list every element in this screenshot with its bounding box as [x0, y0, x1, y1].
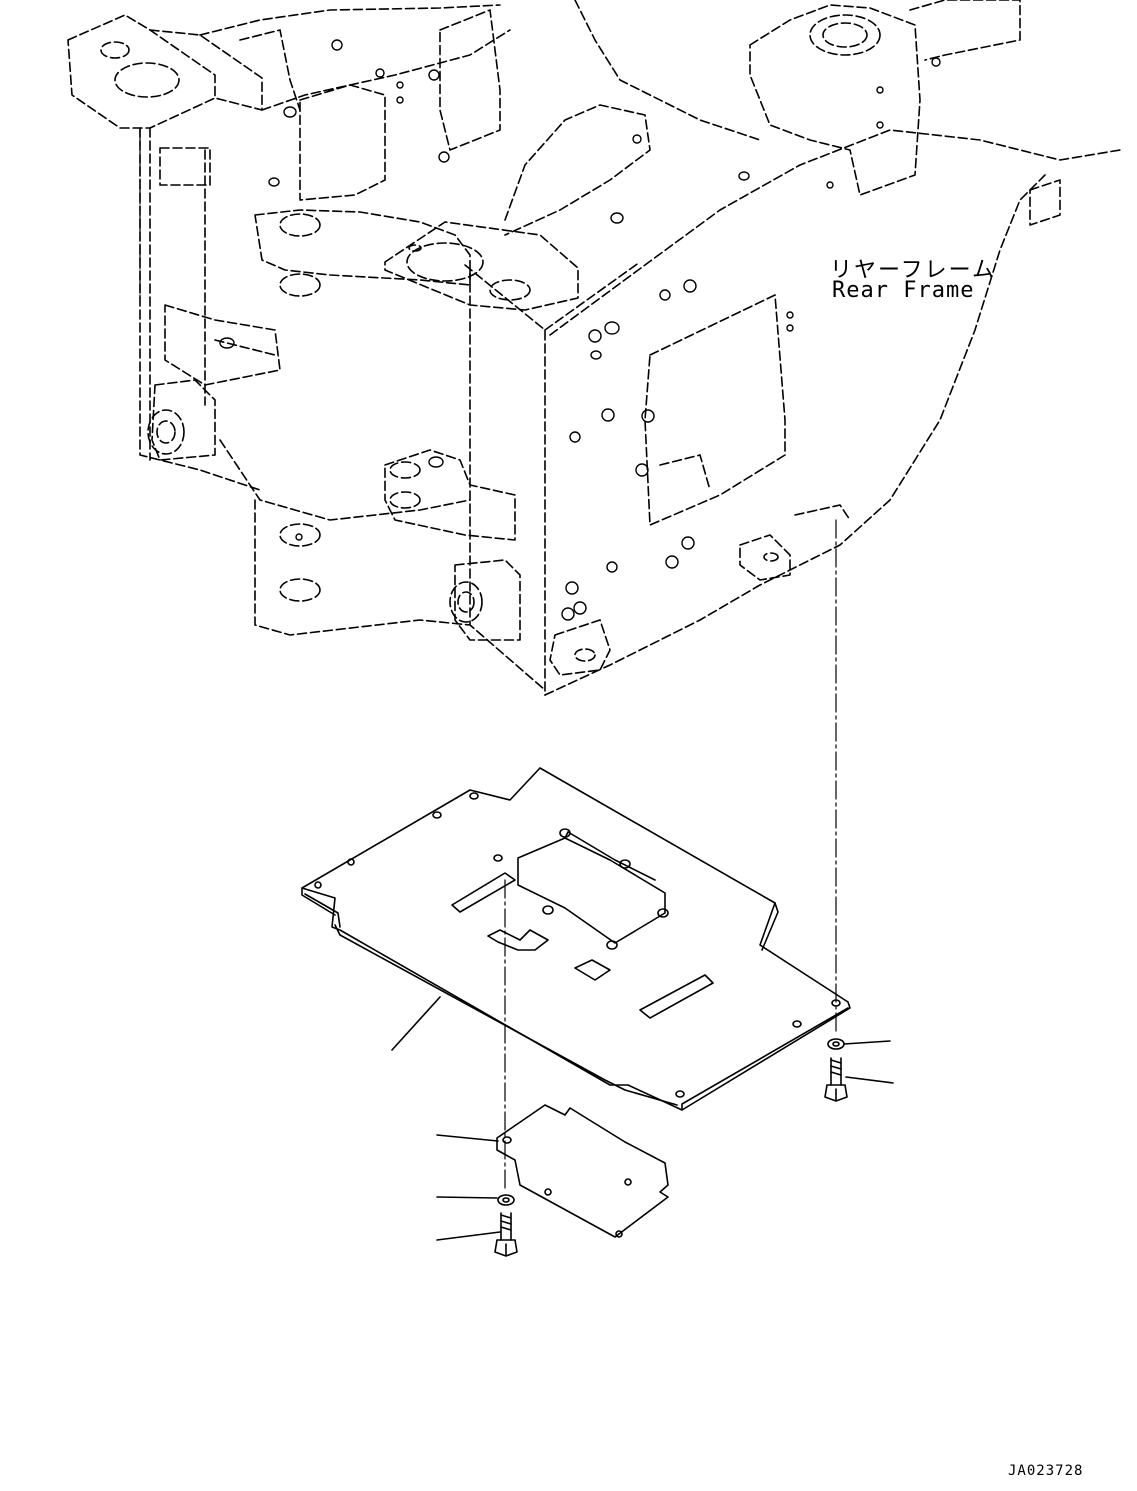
- lower-bolt: [436, 1212, 518, 1257]
- lower-washer: [436, 1194, 515, 1206]
- rear-frame: [67, 0, 1121, 696]
- small-cover-plate: [436, 1104, 669, 1238]
- rear-frame-label-jp: リヤーフレーム: [830, 258, 997, 283]
- under-cover-plate: [301, 767, 851, 1111]
- right-bolt: [824, 1057, 894, 1102]
- right-washer: [827, 1038, 891, 1050]
- rear-frame-label-en: Rear Frame: [832, 278, 975, 303]
- assembly-lines: [139, 127, 837, 1191]
- frame-holes: [219, 39, 941, 621]
- drawing-id: JA023728: [1008, 1463, 1084, 1479]
